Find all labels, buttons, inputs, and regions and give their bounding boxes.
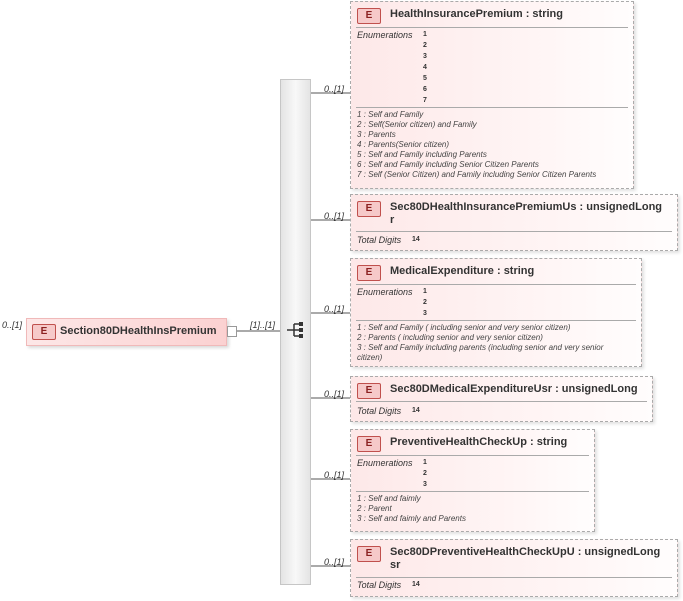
facet-label: Enumerations — [357, 30, 413, 40]
child-element-preventive-health-check-up[interactable]: E PreventiveHealthCheckUp : string Enume… — [350, 429, 595, 532]
child-cardinality: 0..[1] — [324, 84, 345, 94]
facet-label: Total Digits — [357, 580, 402, 590]
child-element-sec80d-health-insurance-premium-usr[interactable]: E Sec80DHealthInsurancePremiumUs : unsig… — [350, 194, 678, 251]
root-element[interactable]: E Section80DHealthInsPremium — [26, 318, 227, 346]
facet-value: 14 — [412, 236, 420, 243]
child-cardinality: 0..[1] — [324, 304, 345, 314]
element-title: Sec80DMedicalExpenditureUsr : unsignedLo… — [390, 383, 638, 395]
facet-value: 14 — [412, 581, 420, 588]
child-cardinality: 0..[1] — [324, 389, 345, 399]
facet-label: Enumerations — [357, 458, 413, 468]
element-title: Sec80DPreventiveHealthCheckUpU : unsigne… — [390, 546, 661, 571]
element-icon: E — [357, 383, 381, 399]
facet-value: 14 — [412, 407, 420, 414]
element-icon: E — [357, 436, 381, 452]
child-cardinality: 0..[1] — [324, 557, 345, 567]
element-title: Sec80DHealthInsurancePremiumUs : unsigne… — [390, 201, 663, 226]
sequence-icon — [287, 322, 303, 338]
sequence-cardinality: [1]..[1] — [250, 320, 276, 330]
child-element-medical-expenditure[interactable]: E MedicalExpenditure : string Enumeratio… — [350, 258, 642, 367]
root-cardinality: 0..[1] — [2, 320, 23, 330]
collapse-toggle[interactable] — [227, 326, 237, 337]
child-element-health-insurance-premium[interactable]: E HealthInsurancePremium : string Enumer… — [350, 1, 634, 189]
child-element-sec80d-medical-expenditure-usr[interactable]: E Sec80DMedicalExpenditureUsr : unsigned… — [350, 376, 653, 422]
element-icon: E — [357, 8, 381, 24]
facet-label: Total Digits — [357, 406, 402, 416]
child-element-sec80d-preventive-health-check-up-usr[interactable]: E Sec80DPreventiveHealthCheckUpU : unsig… — [350, 539, 678, 597]
element-icon: E — [357, 546, 381, 562]
element-title: HealthInsurancePremium : string — [390, 8, 563, 20]
child-cardinality: 0..[1] — [324, 470, 345, 480]
facet-label: Total Digits — [357, 235, 402, 245]
enumeration-descriptions: 1 : Self and Family ( including senior a… — [357, 323, 604, 362]
element-title: MedicalExpenditure : string — [390, 265, 535, 277]
child-cardinality: 0..[1] — [324, 211, 345, 221]
root-element-name: Section80DHealthInsPremium — [60, 325, 217, 337]
sequence-compositor-bar — [280, 79, 311, 585]
element-icon: E — [32, 324, 56, 340]
element-icon: E — [357, 265, 381, 281]
facet-label: Enumerations — [357, 287, 413, 297]
element-title: PreventiveHealthCheckUp : string — [390, 436, 568, 448]
element-icon: E — [357, 201, 381, 217]
